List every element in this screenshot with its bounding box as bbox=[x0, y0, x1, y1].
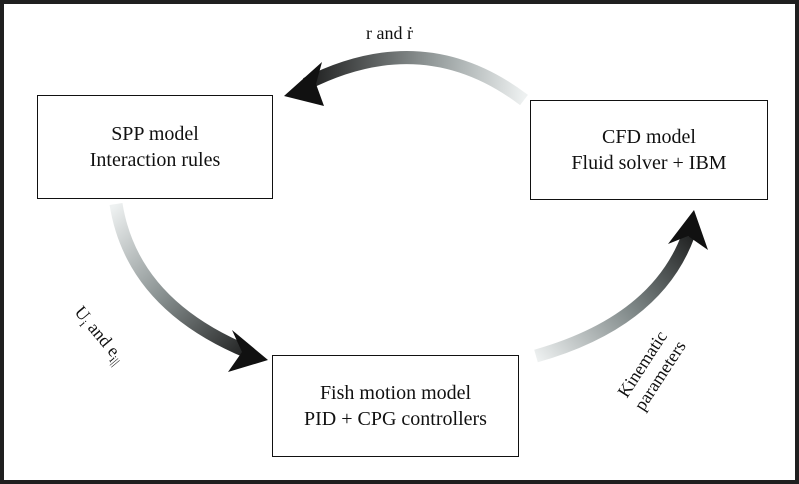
cfd-model-box: CFD model Fluid solver + IBM bbox=[530, 100, 768, 200]
label-r-dot: ṙ bbox=[407, 23, 413, 43]
label-and: and bbox=[372, 23, 407, 43]
spp-model-box: SPP model Interaction rules bbox=[37, 95, 273, 199]
diagram-canvas: SPP model Interaction rules CFD model Fl… bbox=[4, 4, 795, 480]
arrow-spp-to-fish bbox=[109, 202, 268, 372]
fish-motion-model-subtitle: PID + CPG controllers bbox=[304, 408, 487, 430]
cfd-model-title: CFD model bbox=[602, 126, 696, 148]
cfd-model-subtitle: Fluid solver + IBM bbox=[571, 152, 727, 174]
arrow-cfd-to-spp bbox=[284, 51, 528, 106]
label-r: r bbox=[366, 23, 372, 43]
arrow-fish-to-cfd bbox=[534, 210, 708, 363]
spp-model-subtitle: Interaction rules bbox=[89, 149, 221, 171]
fish-motion-model-title: Fish motion model bbox=[319, 382, 472, 404]
cycle-arrows bbox=[109, 51, 708, 372]
edge-label-position-velocity: r and ṙ bbox=[366, 23, 413, 43]
fish-motion-model-box: Fish motion model PID + CPG controllers bbox=[272, 355, 519, 457]
spp-model-title: SPP model bbox=[111, 123, 199, 145]
